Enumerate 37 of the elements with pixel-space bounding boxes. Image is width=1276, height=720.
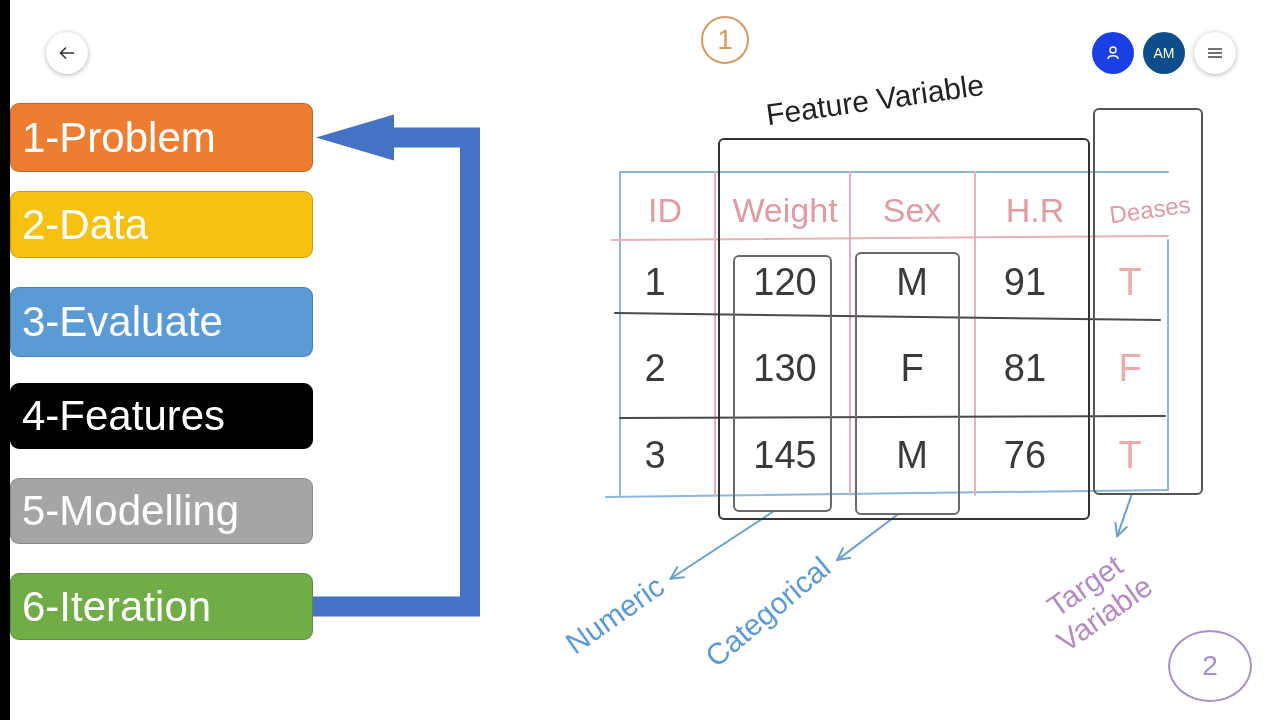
- column-header: Sex: [882, 193, 942, 227]
- table-value: 1: [644, 263, 666, 301]
- table-value: 130: [753, 349, 817, 387]
- table-value: F: [1118, 349, 1142, 387]
- group-heading: Feature Variable: [763, 67, 987, 133]
- column-outline: [855, 252, 960, 515]
- column-outline: [1093, 108, 1203, 495]
- table-value: T: [1118, 263, 1142, 301]
- table-value: 145: [753, 436, 817, 474]
- process-step: 3-Evaluate: [10, 287, 313, 357]
- table-value: T: [1118, 436, 1142, 474]
- process-step: 2-Data: [10, 191, 313, 258]
- column-header: H.R: [1005, 193, 1065, 227]
- table-value: 76: [1003, 436, 1047, 474]
- circled-number: 2: [1168, 630, 1252, 702]
- table-value: F: [900, 349, 924, 387]
- table-value: 81: [1003, 349, 1047, 387]
- hand-drawn-arrow: [1114, 494, 1133, 538]
- table-value: M: [896, 436, 928, 474]
- feedback-arrow: [313, 114, 480, 617]
- column-header: Weight: [732, 193, 838, 227]
- column-header: Deases: [1108, 192, 1192, 228]
- process-step: 1-Problem: [10, 103, 313, 172]
- circled-number: 1: [701, 16, 749, 64]
- process-step: 5-Modelling: [10, 478, 313, 544]
- process-step: 4-Features: [10, 383, 313, 449]
- process-step: 6-Iteration: [10, 573, 313, 640]
- user-avatar: AM: [1143, 32, 1185, 74]
- column-outline: [733, 255, 832, 512]
- hand-drawn-arrow: [836, 514, 898, 562]
- table-value: M: [896, 263, 928, 301]
- table-value: 3: [644, 436, 666, 474]
- table-value: 91: [1003, 263, 1047, 301]
- column-header: ID: [648, 193, 682, 227]
- table-value: 120: [753, 263, 817, 301]
- table-value: 2: [644, 349, 666, 387]
- hand-drawn-arrow: [669, 511, 774, 580]
